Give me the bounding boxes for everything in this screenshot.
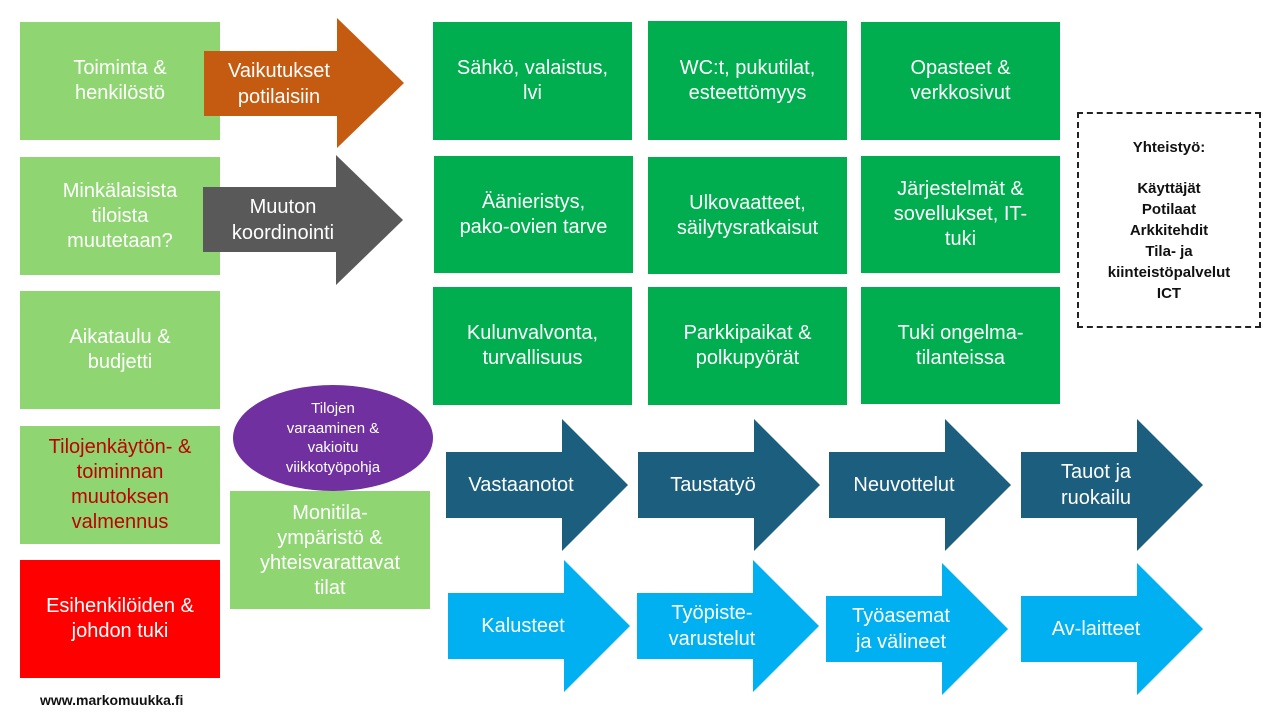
grid-access-security: Kulunvalvonta, turvallisuus: [433, 287, 632, 405]
arrow-label: Av-laitteet: [1051, 618, 1141, 640]
arrow-shape: [826, 563, 1008, 695]
collaboration-item: Käyttäjät: [1137, 179, 1201, 197]
collaboration-item: Arkkitehdit: [1129, 221, 1209, 239]
box-management-support: Esihenkilöiden & johdon tuki: [20, 560, 220, 678]
collaboration-item: kiinteistöpalvelut: [1107, 263, 1231, 281]
grid-wc-changing-rooms: WC:t, pukutilat, esteettömyys: [648, 21, 847, 140]
arrow-background-work: Taustatyö: [638, 419, 820, 551]
arrow-label: Muuton koordinointi: [231, 195, 335, 244]
grid-electricity-lighting: Sähkö, valaistus, lvi: [433, 22, 632, 140]
collaboration-item: ICT: [1156, 284, 1182, 302]
arrow-breaks-lunch: Tauot ja ruokailu: [1021, 419, 1203, 551]
arrow-av-equipment: Av-laitteet: [1021, 563, 1203, 695]
grid-systems-it: Järjestelmät & sovellukset, IT- tuki: [861, 156, 1060, 273]
grid-parking-bicycles: Parkkipaikat & polkupyörät: [648, 287, 847, 405]
arrow-appointments: Vastaanotot: [446, 419, 628, 551]
collaboration-item: Potilaat: [1141, 200, 1197, 218]
ellipse-space-booking: Tilojen varaaminen & vakioitu viikkotyöp…: [233, 385, 433, 491]
website-link[interactable]: www.markomuukka.fi: [40, 692, 184, 708]
arrow-shape: [1021, 563, 1203, 695]
box-multispace-environment: Monitila- ympäristö & yhteisvarattavat t…: [230, 491, 430, 609]
arrow-label: Neuvottelut: [853, 474, 955, 496]
box-change-coaching: Tilojenkäytön- & toiminnan muutoksen val…: [20, 426, 220, 544]
box-schedule-budget: Aikataulu & budjetti: [20, 291, 220, 409]
box-operations-staff: Toiminta & henkilöstö: [20, 22, 220, 140]
arrow-label: Vaikutukset potilaisiin: [228, 59, 330, 108]
arrow-label: Työasemat ja välineet: [852, 605, 950, 653]
box-which-spaces: Minkälaisista tiloista muutetaan?: [20, 157, 220, 275]
grid-soundproofing: Äänieristys, pako-ovien tarve: [434, 156, 633, 273]
arrow-shape: [829, 419, 1011, 551]
collaboration-title: Yhteistyö:: [1132, 138, 1206, 156]
arrow-shape: [1021, 419, 1203, 551]
arrow-label: Kalusteet: [481, 615, 565, 637]
arrow-label: Vastaanotot: [468, 474, 574, 496]
arrow-shape: [203, 155, 403, 285]
grid-problem-support: Tuki ongelma- tilanteissa: [861, 287, 1060, 404]
collaboration-item: Tila- ja: [1145, 242, 1193, 260]
arrow-computers-tools: Työasemat ja välineet: [826, 563, 1008, 695]
arrow-meetings: Neuvottelut: [829, 419, 1011, 551]
arrow-patient-impacts: Vaikutukset potilaisiin: [204, 18, 404, 148]
arrow-workstation-equipment: Työpiste- varustelut: [637, 560, 819, 692]
arrow-shape: [446, 419, 628, 551]
arrow-move-coordination: Muuton koordinointi: [203, 155, 403, 285]
arrow-label: Tauot ja ruokailu: [1060, 461, 1132, 509]
arrow-shape: [637, 560, 819, 692]
arrow-label: Työpiste- varustelut: [668, 602, 756, 650]
grid-storage: Ulkovaatteet, säilytysratkaisut: [648, 157, 847, 274]
arrow-label: Taustatyö: [670, 474, 756, 496]
arrow-shape: [204, 18, 404, 148]
arrow-furniture: Kalusteet: [448, 560, 630, 692]
arrow-shape: [448, 560, 630, 692]
collaboration-box: Yhteistyö: Käyttäjät Potilaat Arkkitehdi…: [1077, 112, 1261, 328]
grid-signage-websites: Opasteet & verkkosivut: [861, 22, 1060, 140]
arrow-shape: [638, 419, 820, 551]
